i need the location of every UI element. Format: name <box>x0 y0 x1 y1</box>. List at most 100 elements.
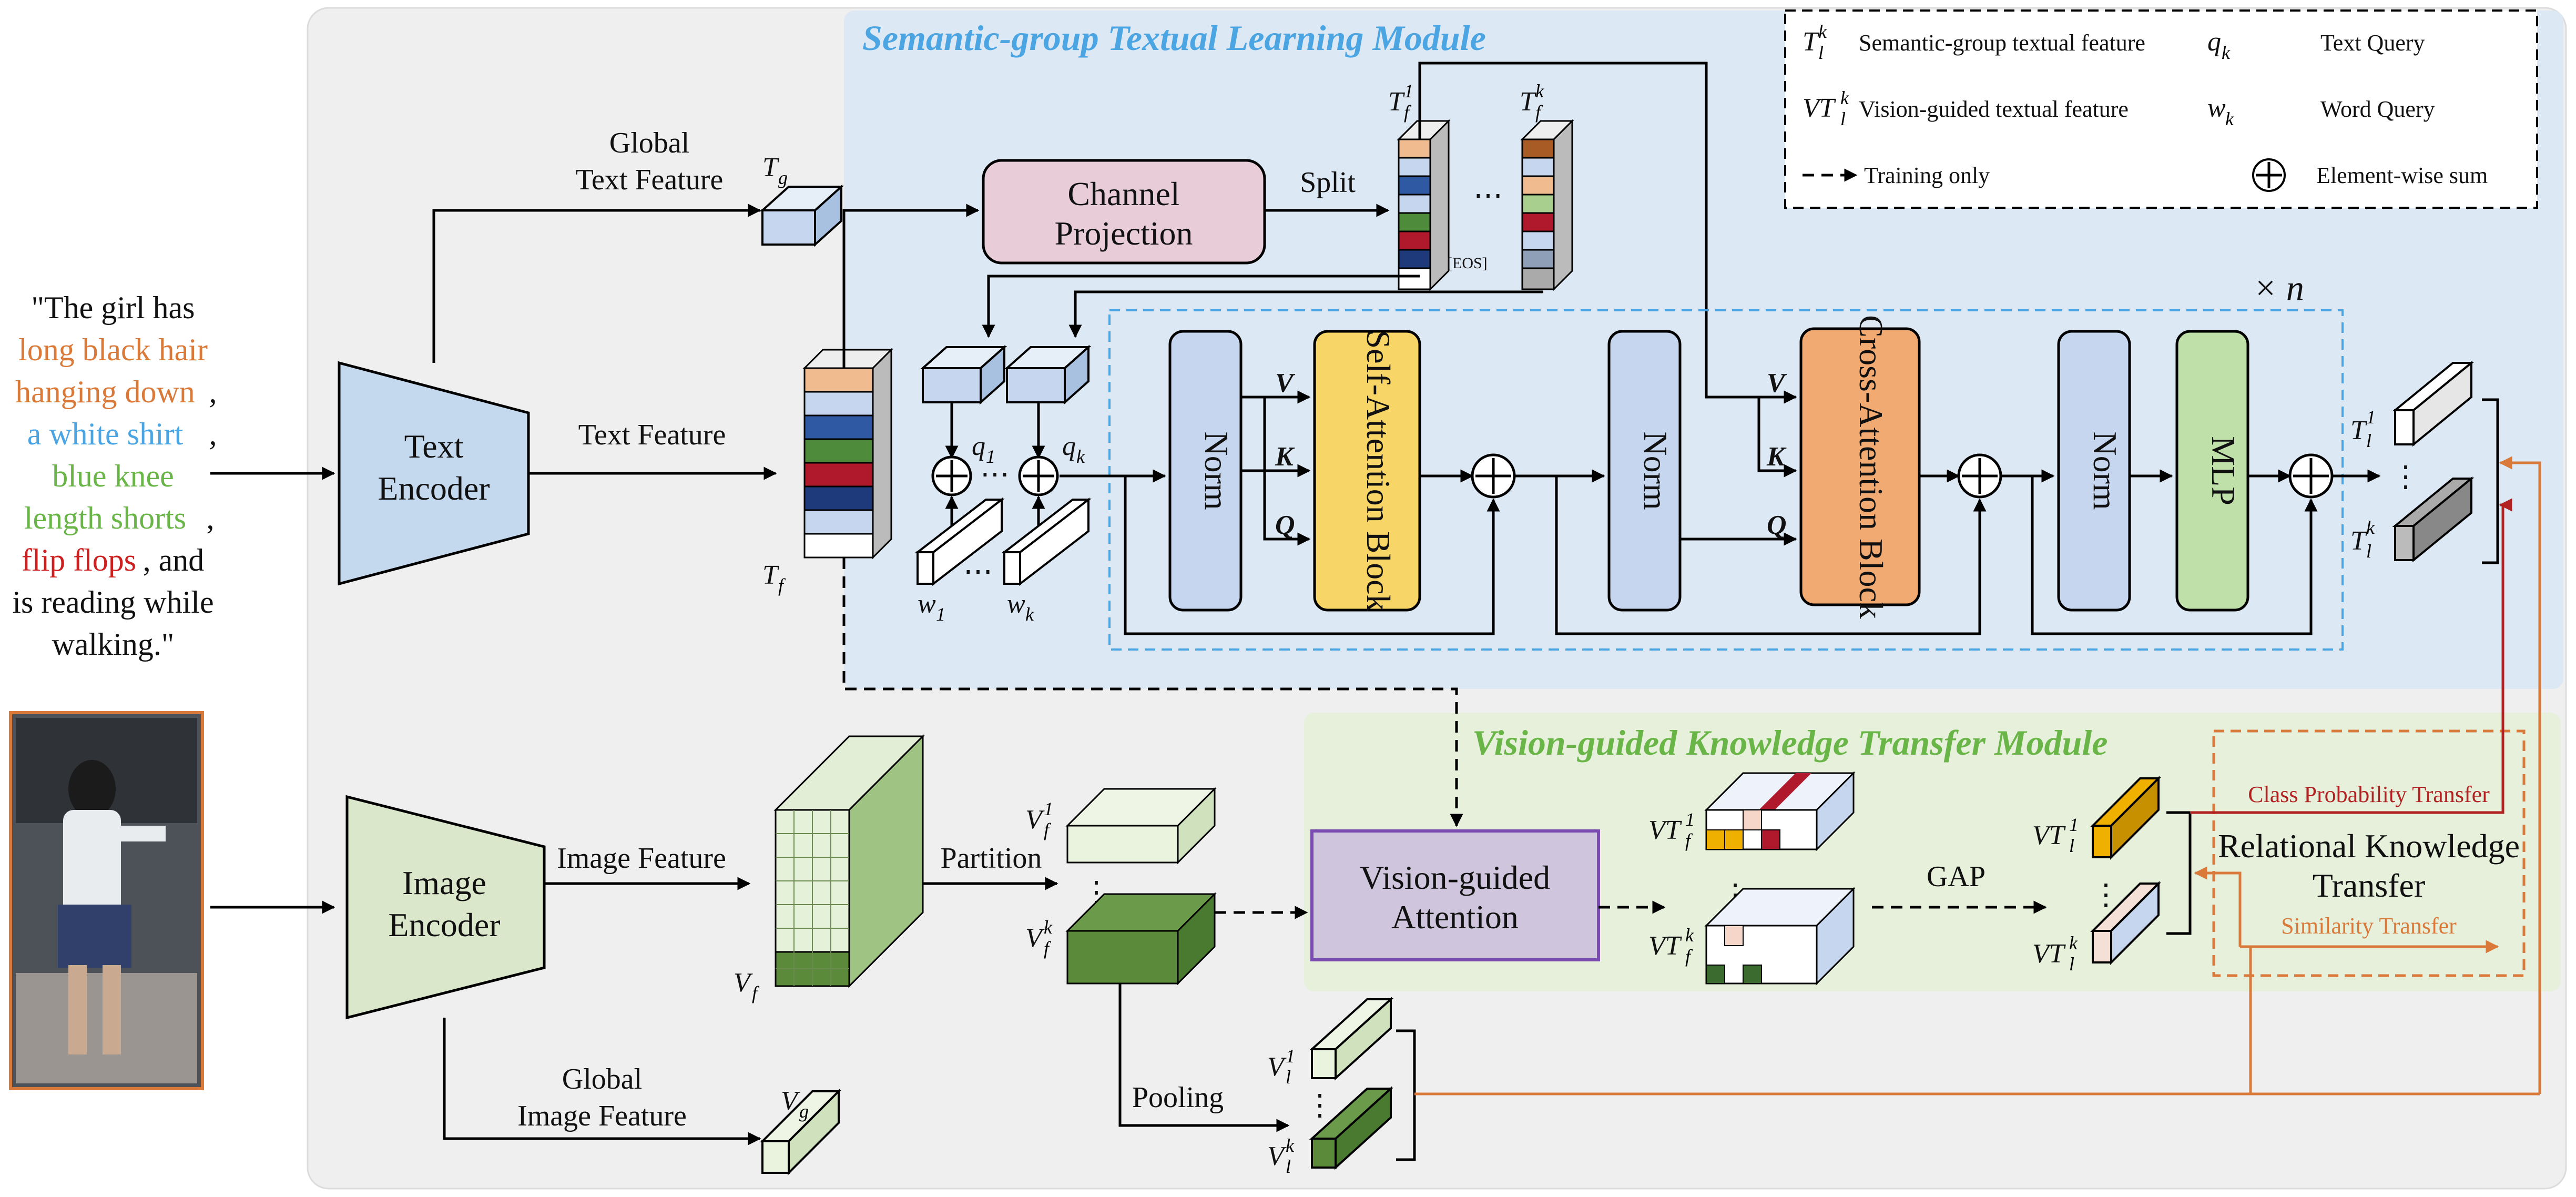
eos-label: [EOS] <box>1447 255 1488 272</box>
text-encoder-label: Text <box>404 428 464 465</box>
svg-text:blue knee: blue knee <box>52 459 174 493</box>
svg-text:⋯: ⋯ <box>963 555 993 588</box>
tf-feature-stack <box>802 348 893 560</box>
sum-mlp-icon <box>2288 453 2334 499</box>
svg-text:is reading while: is reading while <box>12 585 213 620</box>
transformer-layer-group <box>1108 309 2344 651</box>
svg-text:q: q <box>972 431 985 461</box>
input-caption: "The girl has long black hair hanging do… <box>12 290 217 662</box>
svg-text:,: , <box>209 417 217 451</box>
svg-text:Encoder: Encoder <box>388 906 500 944</box>
text-encoder-block <box>338 361 530 586</box>
w1-bar <box>914 497 1005 586</box>
vf1-slab <box>1065 787 1217 865</box>
vision-module-title: Vision-guided Knowledge Transfer Module <box>1472 723 2107 763</box>
svg-text:l: l <box>2366 541 2371 562</box>
svg-text:T: T <box>1388 87 1405 117</box>
sum-self-attn-icon <box>1471 453 1516 499</box>
legend-wk-desc: Word Query <box>2320 96 2435 122</box>
legend-training-desc: Training only <box>1864 163 1990 188</box>
svg-text:walking.": walking." <box>52 627 175 662</box>
svg-text:k: k <box>2069 932 2078 953</box>
svg-text:k: k <box>1044 917 1053 938</box>
times-n-label: × n <box>2253 268 2304 308</box>
svg-text:T: T <box>762 560 779 590</box>
cross-attention-label: Cross-Attention Block <box>1852 315 1890 619</box>
legend-sum-desc: Element-wise sum <box>2316 163 2488 188</box>
svg-text:"The girl has: "The girl has <box>31 290 195 325</box>
svg-text:long black hair: long black hair <box>18 332 208 367</box>
norm-label-2: Norm <box>1637 431 1674 510</box>
svg-text:1: 1 <box>1286 1046 1295 1067</box>
svg-text:K: K <box>1766 442 1787 472</box>
svg-text:1: 1 <box>1685 809 1695 830</box>
channel-projection-label: Channel <box>1067 175 1179 212</box>
svg-text:g: g <box>778 167 788 188</box>
svg-text:, and: , and <box>143 543 205 577</box>
norm-label-1: Norm <box>1198 431 1235 510</box>
svg-text:T: T <box>2350 415 2367 445</box>
vfk-slab <box>1065 892 1217 986</box>
svg-text:Q: Q <box>1767 510 1787 540</box>
sum-qk-icon <box>1018 455 1059 496</box>
svg-text:k: k <box>2366 517 2375 538</box>
svg-text:Text Feature: Text Feature <box>576 164 724 196</box>
svg-text:V: V <box>1267 1052 1287 1082</box>
svg-text:VT: VT <box>2032 820 2066 850</box>
vision-guided-attention-block <box>1310 829 1600 961</box>
sum-cross-attn-icon <box>1957 453 2002 499</box>
svg-text:T: T <box>1803 27 1819 57</box>
vga-label: Vision-guided <box>1360 859 1550 896</box>
svg-text:k: k <box>2225 108 2234 129</box>
svg-text:q: q <box>2207 27 2221 57</box>
svg-text:VT: VT <box>1648 931 1682 961</box>
image-feature-label: Image Feature <box>557 842 726 875</box>
svg-text:w: w <box>918 589 936 619</box>
vg-feature-bar <box>760 1089 841 1175</box>
svg-text:k: k <box>1685 925 1694 946</box>
svg-text:l: l <box>1286 1067 1291 1088</box>
svg-text:V: V <box>734 968 753 998</box>
svg-text:k: k <box>1076 446 1085 467</box>
norm-label-3: Norm <box>2086 431 2124 510</box>
vision-module-panel <box>1304 713 2561 991</box>
svg-text:k: k <box>1840 87 1849 108</box>
svg-text:K: K <box>1275 442 1295 472</box>
svg-text:V: V <box>1025 923 1045 953</box>
global-image-feature-label: Global <box>562 1063 642 1095</box>
split-label: Split <box>1300 166 1356 199</box>
tg-feature-bar <box>759 184 844 247</box>
svg-text:⋮: ⋮ <box>1305 1089 1335 1122</box>
svg-text:k: k <box>1535 80 1544 102</box>
image-encoder-block <box>345 795 546 1020</box>
global-text-feature-label: Global <box>609 127 689 159</box>
cross-attention-block <box>1799 327 1921 606</box>
svg-text:,: , <box>207 501 215 535</box>
svg-text:T: T <box>762 153 779 182</box>
pooling-label: Pooling <box>1132 1081 1224 1114</box>
svg-text:l: l <box>1818 42 1824 63</box>
vf-feature-cube <box>773 734 925 988</box>
rkt-label: Relational Knowledge <box>2218 827 2520 865</box>
svg-text:Projection: Projection <box>1054 215 1193 252</box>
mlp-block <box>2175 330 2249 612</box>
svg-text:l: l <box>2069 835 2074 856</box>
svg-text:T: T <box>2350 526 2367 556</box>
self-attention-block <box>1313 330 1421 612</box>
svg-text:k: k <box>1025 604 1034 625</box>
svg-text:Attention: Attention <box>1391 898 1519 936</box>
svg-text:T: T <box>1520 87 1536 117</box>
svg-text:l: l <box>1286 1156 1291 1177</box>
